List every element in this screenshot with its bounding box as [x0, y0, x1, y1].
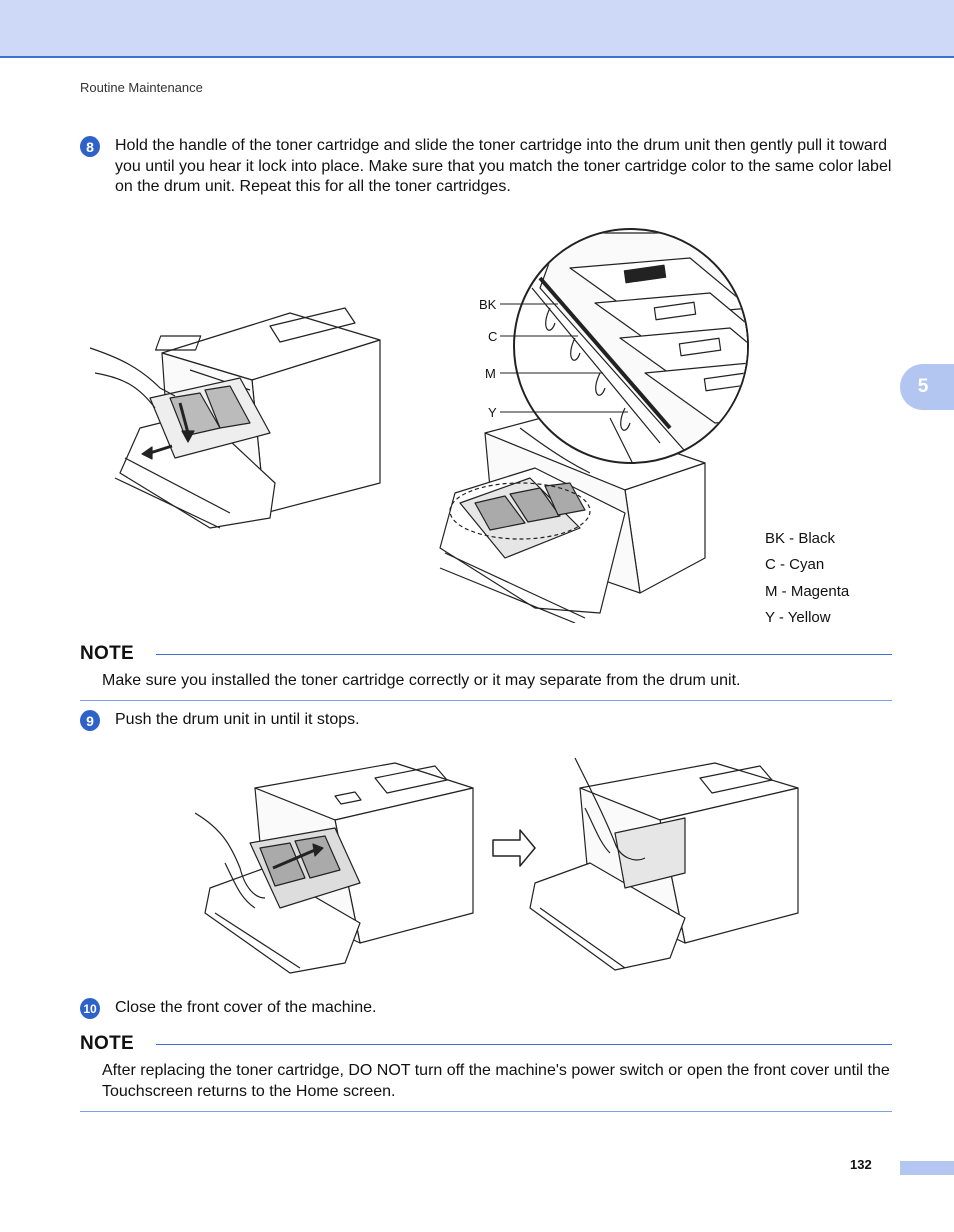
note-divider: [155, 653, 892, 655]
note-bottom-rule: [80, 700, 892, 701]
page-number-tab: [900, 1161, 954, 1175]
legend-item-magenta: M - Magenta: [765, 582, 850, 600]
note-box: NOTE After replacing the toner cartridge…: [80, 1033, 892, 1112]
step-9: 9 Push the drum unit in until it stops.: [80, 710, 892, 731]
toner-install-illustration: BK C M Y: [89, 228, 749, 623]
color-legend: BK - Black C - Cyan M - Magenta Y - Yell…: [765, 526, 849, 631]
chapter-tab[interactable]: 5: [900, 364, 954, 410]
note-title: NOTE: [80, 1033, 134, 1054]
step-number-badge: 9: [80, 710, 100, 731]
printer-left-drawing: [89, 307, 381, 529]
legend-item-yellow: Y - Yellow: [765, 608, 831, 626]
callout-leaders: [500, 303, 628, 413]
zoom-detail-drawing: [513, 228, 749, 464]
legend-item-cyan: C - Cyan: [765, 556, 825, 574]
callout-m: M: [485, 366, 496, 381]
step-number-badge: 10: [80, 998, 100, 1019]
right-arrow-icon: [492, 829, 536, 867]
step-10: 10 Close the front cover of the machine.: [80, 998, 892, 1019]
step-text: Hold the handle of the toner cartridge a…: [115, 137, 892, 195]
note-divider: [155, 1043, 892, 1045]
callout-y: Y: [488, 405, 497, 420]
header-band: [0, 0, 954, 58]
note-header: NOTE: [80, 643, 892, 665]
note-bottom-rule: [80, 1111, 892, 1112]
step-number-badge: 8: [80, 136, 100, 157]
page-number: 132: [850, 1157, 872, 1172]
legend-item-black: BK - Black: [765, 530, 836, 547]
section-title: Routine Maintenance: [80, 80, 203, 95]
callout-bk: BK: [479, 297, 497, 312]
step-8: 8 Hold the handle of the toner cartridge…: [80, 136, 892, 198]
note-box: NOTE Make sure you installed the toner c…: [80, 643, 892, 701]
printer-pushed-drawing: [529, 757, 799, 971]
printer-push-drawing: [195, 762, 474, 974]
note-header: NOTE: [80, 1033, 892, 1055]
note-text: After replacing the toner cartridge, DO …: [102, 1062, 890, 1100]
note-title: NOTE: [80, 643, 134, 664]
step-text: Push the drum unit in until it stops.: [115, 711, 360, 728]
push-drum-illustration: [195, 757, 799, 974]
note-text: Make sure you installed the toner cartri…: [102, 672, 741, 689]
callout-c: C: [488, 329, 497, 344]
step-text: Close the front cover of the machine.: [115, 999, 377, 1016]
